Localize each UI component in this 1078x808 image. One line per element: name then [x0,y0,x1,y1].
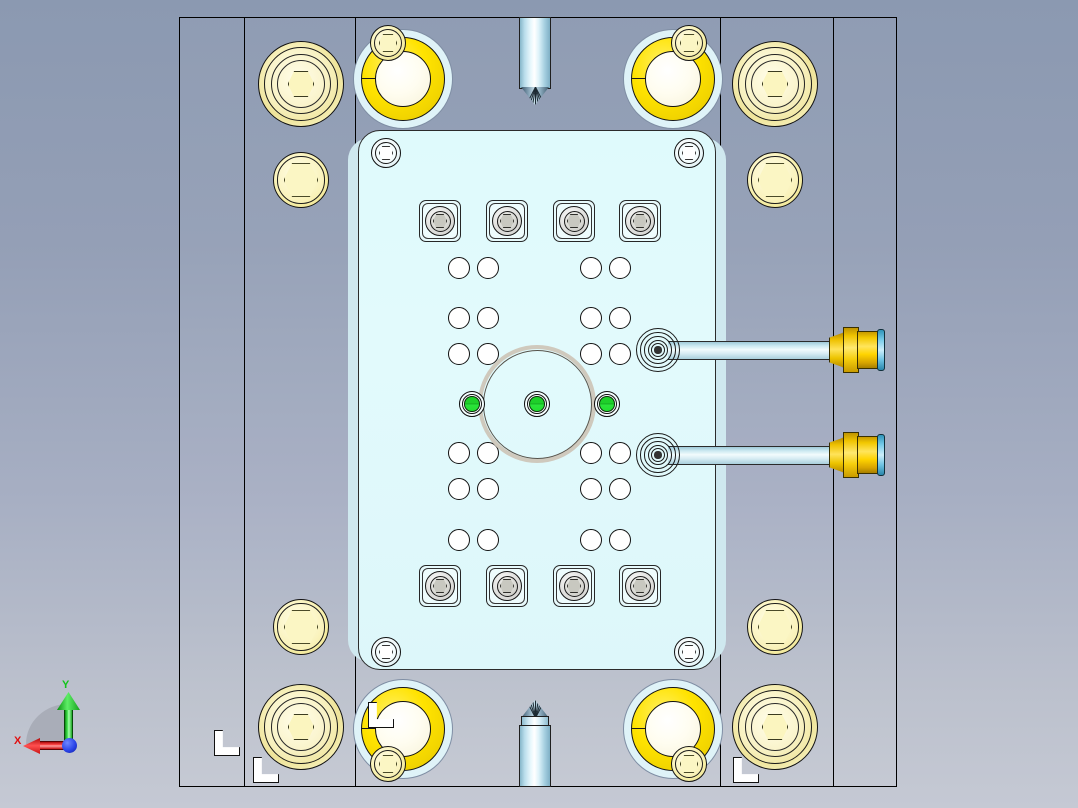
hex-screw-left-lower[interactable] [273,599,329,655]
plate-divider-1 [244,17,245,787]
ejector-bushing-insert-7[interactable] [553,565,595,607]
cooling-line-lower-fitting-cap [877,434,885,476]
ejector-pin-hole-r5-c4 [609,478,631,500]
triad-label-x: X [14,735,22,747]
ejector-pin-hole-r1-c1 [448,257,470,279]
cooling-line-upper-boss-ring-1 [636,328,680,372]
cooling-line-upper-boss-ring-3 [644,336,672,364]
hex-screw-left-upper[interactable] [273,152,329,208]
guide-bushing-top-right-screw[interactable] [671,25,707,61]
cooling-line-upper-boss-ring-5 [650,342,666,358]
cooling-line-lower-boss-ring-3 [644,441,672,469]
cap-screw-bottom-right[interactable] [732,684,818,770]
cooling-line-upper-boss-hub [654,346,662,354]
cooling-line-lower-boss-hub [654,451,662,459]
guide-bushing-bottom-left-tick [362,728,375,730]
cooling-line-upper-tube [668,341,833,360]
ejector-pin-hole-r6-c3 [580,529,602,551]
plate-corner-screw-bottom-right[interactable] [674,637,704,667]
cooling-line-upper-fitting-cap [877,329,885,371]
plate-corner-screw-top-right[interactable] [674,138,704,168]
triad-origin-z [62,738,77,753]
ejector-pin-hole-r3-c4 [609,343,631,365]
ejector-pin-hole-r4-c1 [448,442,470,464]
cap-screw-bottom-left[interactable] [258,684,344,770]
ejector-pin-hole-r6-c1 [448,529,470,551]
orientation-triad[interactable]: X Y [10,680,120,770]
ejector-pin-hole-r1-c4 [609,257,631,279]
ejector-pin-hole-r3-c3 [580,343,602,365]
guide-bushing-bottom-right-screw[interactable] [671,746,707,782]
cooling-line-upper-boss-ring-2 [640,332,676,368]
ejector-pin-hole-r3-c2 [477,343,499,365]
guide-bushing-top-left-screw[interactable] [370,25,406,61]
ejector-pin-hole-r4-c4 [609,442,631,464]
valve-port-center[interactable] [524,391,550,417]
ejector-pin-hole-r2-c4 [609,307,631,329]
ejector-pin-hole-r5-c1 [448,478,470,500]
ejector-bushing-insert-2[interactable] [486,200,528,242]
ejector-pin-hole-r1-c2 [477,257,499,279]
valve-port-left[interactable] [459,391,485,417]
cooling-line-lower-boss-ring-5 [650,447,666,463]
guide-bushing-bottom-left-screw[interactable] [370,746,406,782]
cooling-line-upper-fitting-body [857,331,879,369]
cooling-line-lower-tube [668,446,833,465]
hex-screw-right-lower[interactable] [747,599,803,655]
triad-arrow-y [57,692,80,710]
ejector-bushing-insert-5[interactable] [419,565,461,607]
guide-bushing-top-right-tick [632,78,645,80]
ejector-pin-hole-r2-c3 [580,307,602,329]
ejector-bushing-insert-4[interactable] [619,200,661,242]
ejector-pin-hole-r5-c2 [477,478,499,500]
cooling-line-lower-fitting-body [857,436,879,474]
triad-label-y: Y [62,679,70,691]
ejector-pin-hole-r3-c1 [448,343,470,365]
cooling-line-upper-boss-ring-4 [647,339,669,361]
triad-quadrant [26,704,68,744]
cooling-line-lower-boss-ring-4 [647,444,669,466]
cap-screw-top-right[interactable] [732,41,818,127]
valve-port-right[interactable] [594,391,620,417]
ejector-pin-hole-r2-c1 [448,307,470,329]
plate-corner-screw-top-left[interactable] [371,138,401,168]
ejector-bushing-insert-6[interactable] [486,565,528,607]
ejector-pin-hole-r2-c2 [477,307,499,329]
ejector-pin-hole-r4-c2 [477,442,499,464]
ejector-pin-hole-r5-c3 [580,478,602,500]
plate-divider-4 [833,17,834,787]
ejector-bushing-insert-8[interactable] [619,565,661,607]
ejector-pin-hole-r1-c3 [580,257,602,279]
cooling-line-lower-boss[interactable] [636,433,680,477]
cooling-line-lower-boss-ring-1 [636,433,680,477]
ejector-bushing-insert-1[interactable] [419,200,461,242]
cooling-line-lower-boss-ring-2 [640,437,676,473]
plate-corner-screw-bottom-left[interactable] [371,637,401,667]
guide-bushing-bottom-right-tick [632,728,645,730]
ejector-pin-hole-r6-c2 [477,529,499,551]
locating-pin-bottom-body [519,725,551,787]
guide-bushing-top-left-tick [362,78,375,80]
ejector-bushing-insert-3[interactable] [553,200,595,242]
ejector-pin-hole-r6-c4 [609,529,631,551]
cap-screw-top-left[interactable] [258,41,344,127]
cooling-line-upper-boss[interactable] [636,328,680,372]
locating-pin-top-body [519,17,551,89]
ejector-pin-hole-r4-c3 [580,442,602,464]
hex-screw-right-upper[interactable] [747,152,803,208]
